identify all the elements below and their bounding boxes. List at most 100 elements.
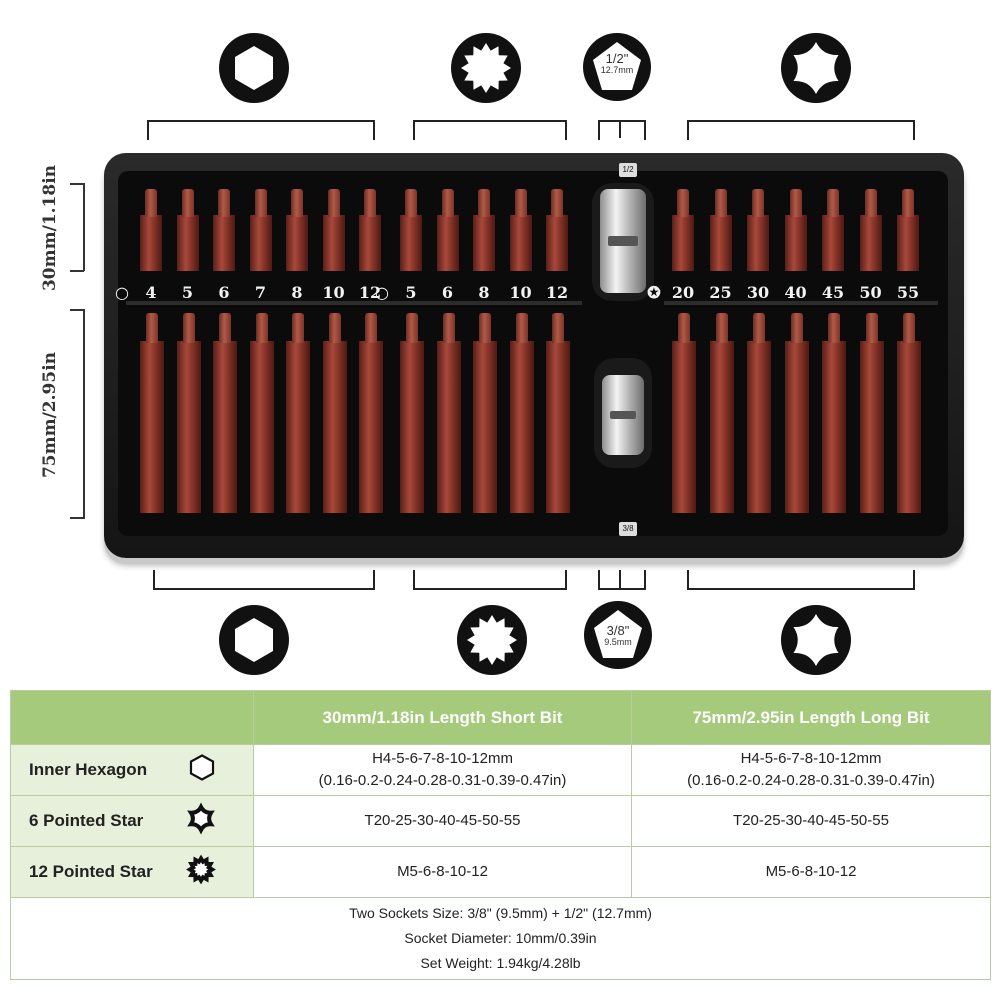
bit-tip [328, 313, 341, 343]
bit-tip [292, 313, 304, 343]
tray-size-label: 50 [859, 283, 882, 302]
bit-tip [677, 189, 689, 217]
dim-long-label: 75mm/2.95in [40, 351, 60, 479]
torx-bit-short [672, 189, 694, 271]
spline-bit-long [400, 313, 424, 513]
hex-bit-long [176, 313, 201, 513]
bit-shaft [897, 215, 919, 271]
cell-torx-long: T20-25-30-40-45-50-55 [631, 795, 991, 847]
spline-bit-long [473, 313, 497, 513]
socket-half-inch [600, 189, 646, 293]
tray-size-label: 6 [218, 283, 230, 302]
hex-bit-short [213, 189, 235, 271]
spline-bit-short [436, 189, 459, 271]
cell-spline-short: M5-6-8-10-12 [253, 846, 632, 898]
cell-line: H4-5-6-7-8-10-12mm [372, 750, 513, 767]
bit-shaft [286, 215, 308, 271]
socket-bottom-size: 3/8" [606, 623, 630, 638]
tray-size-label: 6 [441, 283, 454, 302]
bit-shaft [213, 341, 237, 513]
bit-tip [864, 189, 877, 217]
bracket-socket-top-stem [619, 120, 621, 138]
bit-shaft [322, 215, 345, 271]
bit-tip [181, 189, 194, 217]
torx-bit-long [709, 313, 734, 513]
bit-tip [219, 313, 231, 343]
bit-tip [715, 313, 728, 343]
bracket-hex-top [147, 120, 375, 140]
bit-tip [146, 313, 158, 343]
tray-size-label: 40 [784, 283, 807, 302]
torx-bit-short [709, 189, 732, 271]
tray-size-label: 12 [358, 283, 382, 302]
bit-tip [865, 313, 878, 343]
bit-shaft [509, 341, 534, 513]
torx-bit-short [897, 189, 919, 271]
cell-line: H4-5-6-7-8-10-12mm [740, 750, 882, 767]
dim-long-line [83, 309, 85, 519]
cell-line: (0.16-0.2-0.24-0.28-0.31-0.39-0.47in) [687, 772, 935, 789]
bit-tip [827, 189, 839, 217]
cell-line: (0.16-0.2-0.24-0.28-0.31-0.39-0.47in) [318, 772, 567, 789]
torx-bit-long [822, 313, 846, 513]
bit-tip [364, 189, 376, 217]
row-label-torx: 6 Pointed Star [10, 795, 254, 847]
table-footer: Two Sockets Size: 3/8" (9.5mm) + 1/2" (1… [10, 897, 991, 980]
bit-shaft [436, 215, 459, 271]
cell-hex-long: H4-5-6-7-8-10-12mm (0.16-0.2-0.24-0.28-0… [631, 744, 991, 796]
torx-bit-long [747, 313, 771, 513]
tray-size-label: 45 [821, 283, 845, 302]
hex-bit-long [140, 313, 164, 513]
bit-tip [479, 313, 491, 343]
dim-short-label: 30mm/1.18in [40, 164, 60, 292]
bit-tip [714, 189, 727, 217]
bit-tip [406, 313, 418, 343]
bit-shaft [897, 341, 921, 513]
bit-tip [753, 313, 765, 343]
spline-bit-long [436, 313, 461, 513]
bit-shaft [249, 341, 274, 513]
table-header-long: 75mm/2.95in Length Long Bit [631, 690, 991, 745]
bit-tip [442, 313, 455, 343]
row-label-text: Inner Hexagon [29, 760, 148, 779]
spline-bit-short [546, 189, 568, 271]
bit-shaft [709, 215, 732, 271]
tray-divider-left [126, 301, 582, 305]
cell-torx-short: T20-25-30-40-45-50-55 [253, 795, 632, 847]
spline-icon [185, 854, 217, 891]
table-row: 6 Pointed Star T20-25-30-40-45-50-55 T20… [10, 795, 991, 847]
table-header-empty [10, 690, 254, 745]
row-label-hexagon: Inner Hexagon [10, 744, 254, 796]
socket-top-label: 1/2" 12.7mm [592, 52, 642, 75]
socket-top-size: 1/2" [605, 51, 629, 66]
hex-bit-long [322, 313, 347, 513]
hex-bit-short [249, 189, 272, 271]
bit-shaft [400, 215, 422, 271]
cell-spline-long: M5-6-8-10-12 [631, 846, 991, 898]
socket-bottom-label: 3/8" 9.5mm [593, 624, 643, 647]
tray-size-label: 20 [671, 283, 695, 302]
bit-tip [405, 189, 417, 217]
bit-tip [514, 189, 527, 217]
bracket-socket-bottom-stem [619, 570, 621, 588]
hex-bit-short [176, 189, 199, 271]
tray-size-label: 10 [509, 283, 532, 302]
tray-size-label: 7 [254, 283, 267, 302]
torx-bit-short [859, 189, 882, 271]
spline-bit-long [546, 313, 570, 513]
hex-bit-short [322, 189, 345, 271]
bit-tip [327, 189, 340, 217]
bit-shaft [140, 341, 164, 513]
bit-shaft [176, 341, 201, 513]
footer-line-weight: Set Weight: 1.94kg/4.28lb [420, 955, 581, 971]
bit-tip [145, 189, 157, 217]
bit-shaft [822, 341, 846, 513]
socket-half-inch-icon [582, 32, 652, 102]
bit-tip [678, 313, 690, 343]
bit-shaft [672, 341, 696, 513]
bit-shaft [859, 215, 882, 271]
dim-short-line [83, 183, 85, 271]
socket-top-mm: 12.7mm [600, 65, 634, 75]
bit-tip [828, 313, 840, 343]
